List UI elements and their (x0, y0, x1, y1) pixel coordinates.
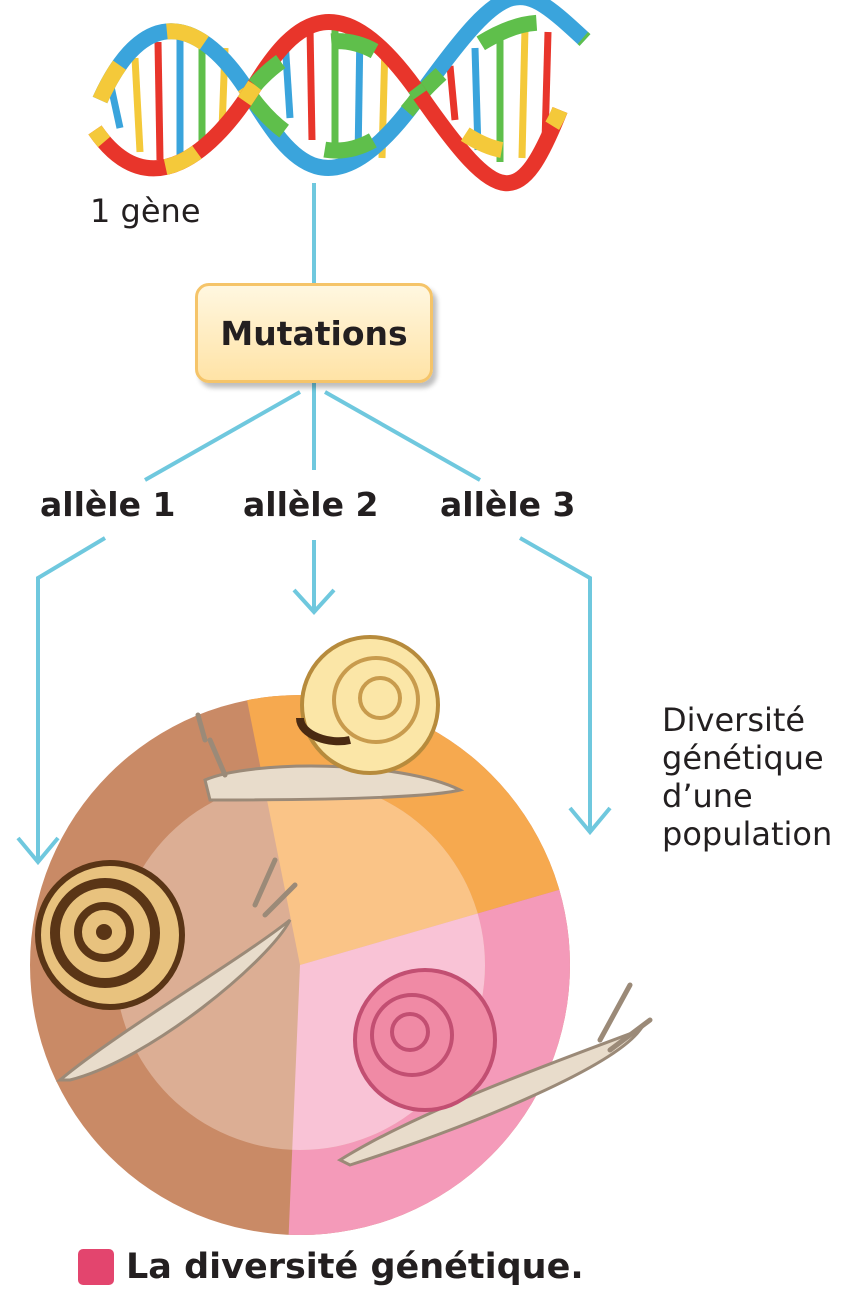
diversity-line-4: population (662, 816, 832, 853)
caption-square-icon (78, 1249, 114, 1285)
allele-1-label: allèle 1 (40, 485, 175, 524)
dna-helix-icon (95, 0, 585, 183)
diversity-line-3: d’une (662, 778, 753, 815)
diversity-line-1: Diversité (662, 702, 805, 739)
gene-label: 1 gène (90, 192, 201, 230)
allele-2-label: allèle 2 (243, 485, 378, 524)
figure-caption: La diversité génétique. (78, 1247, 584, 1287)
allele-3-label: allèle 3 (440, 485, 575, 524)
mutations-label: Mutations (220, 314, 407, 353)
diversity-line-2: génétique (662, 740, 824, 777)
caption-text: La diversité génétique. (126, 1247, 584, 1287)
mutations-box: Mutations (195, 283, 433, 383)
